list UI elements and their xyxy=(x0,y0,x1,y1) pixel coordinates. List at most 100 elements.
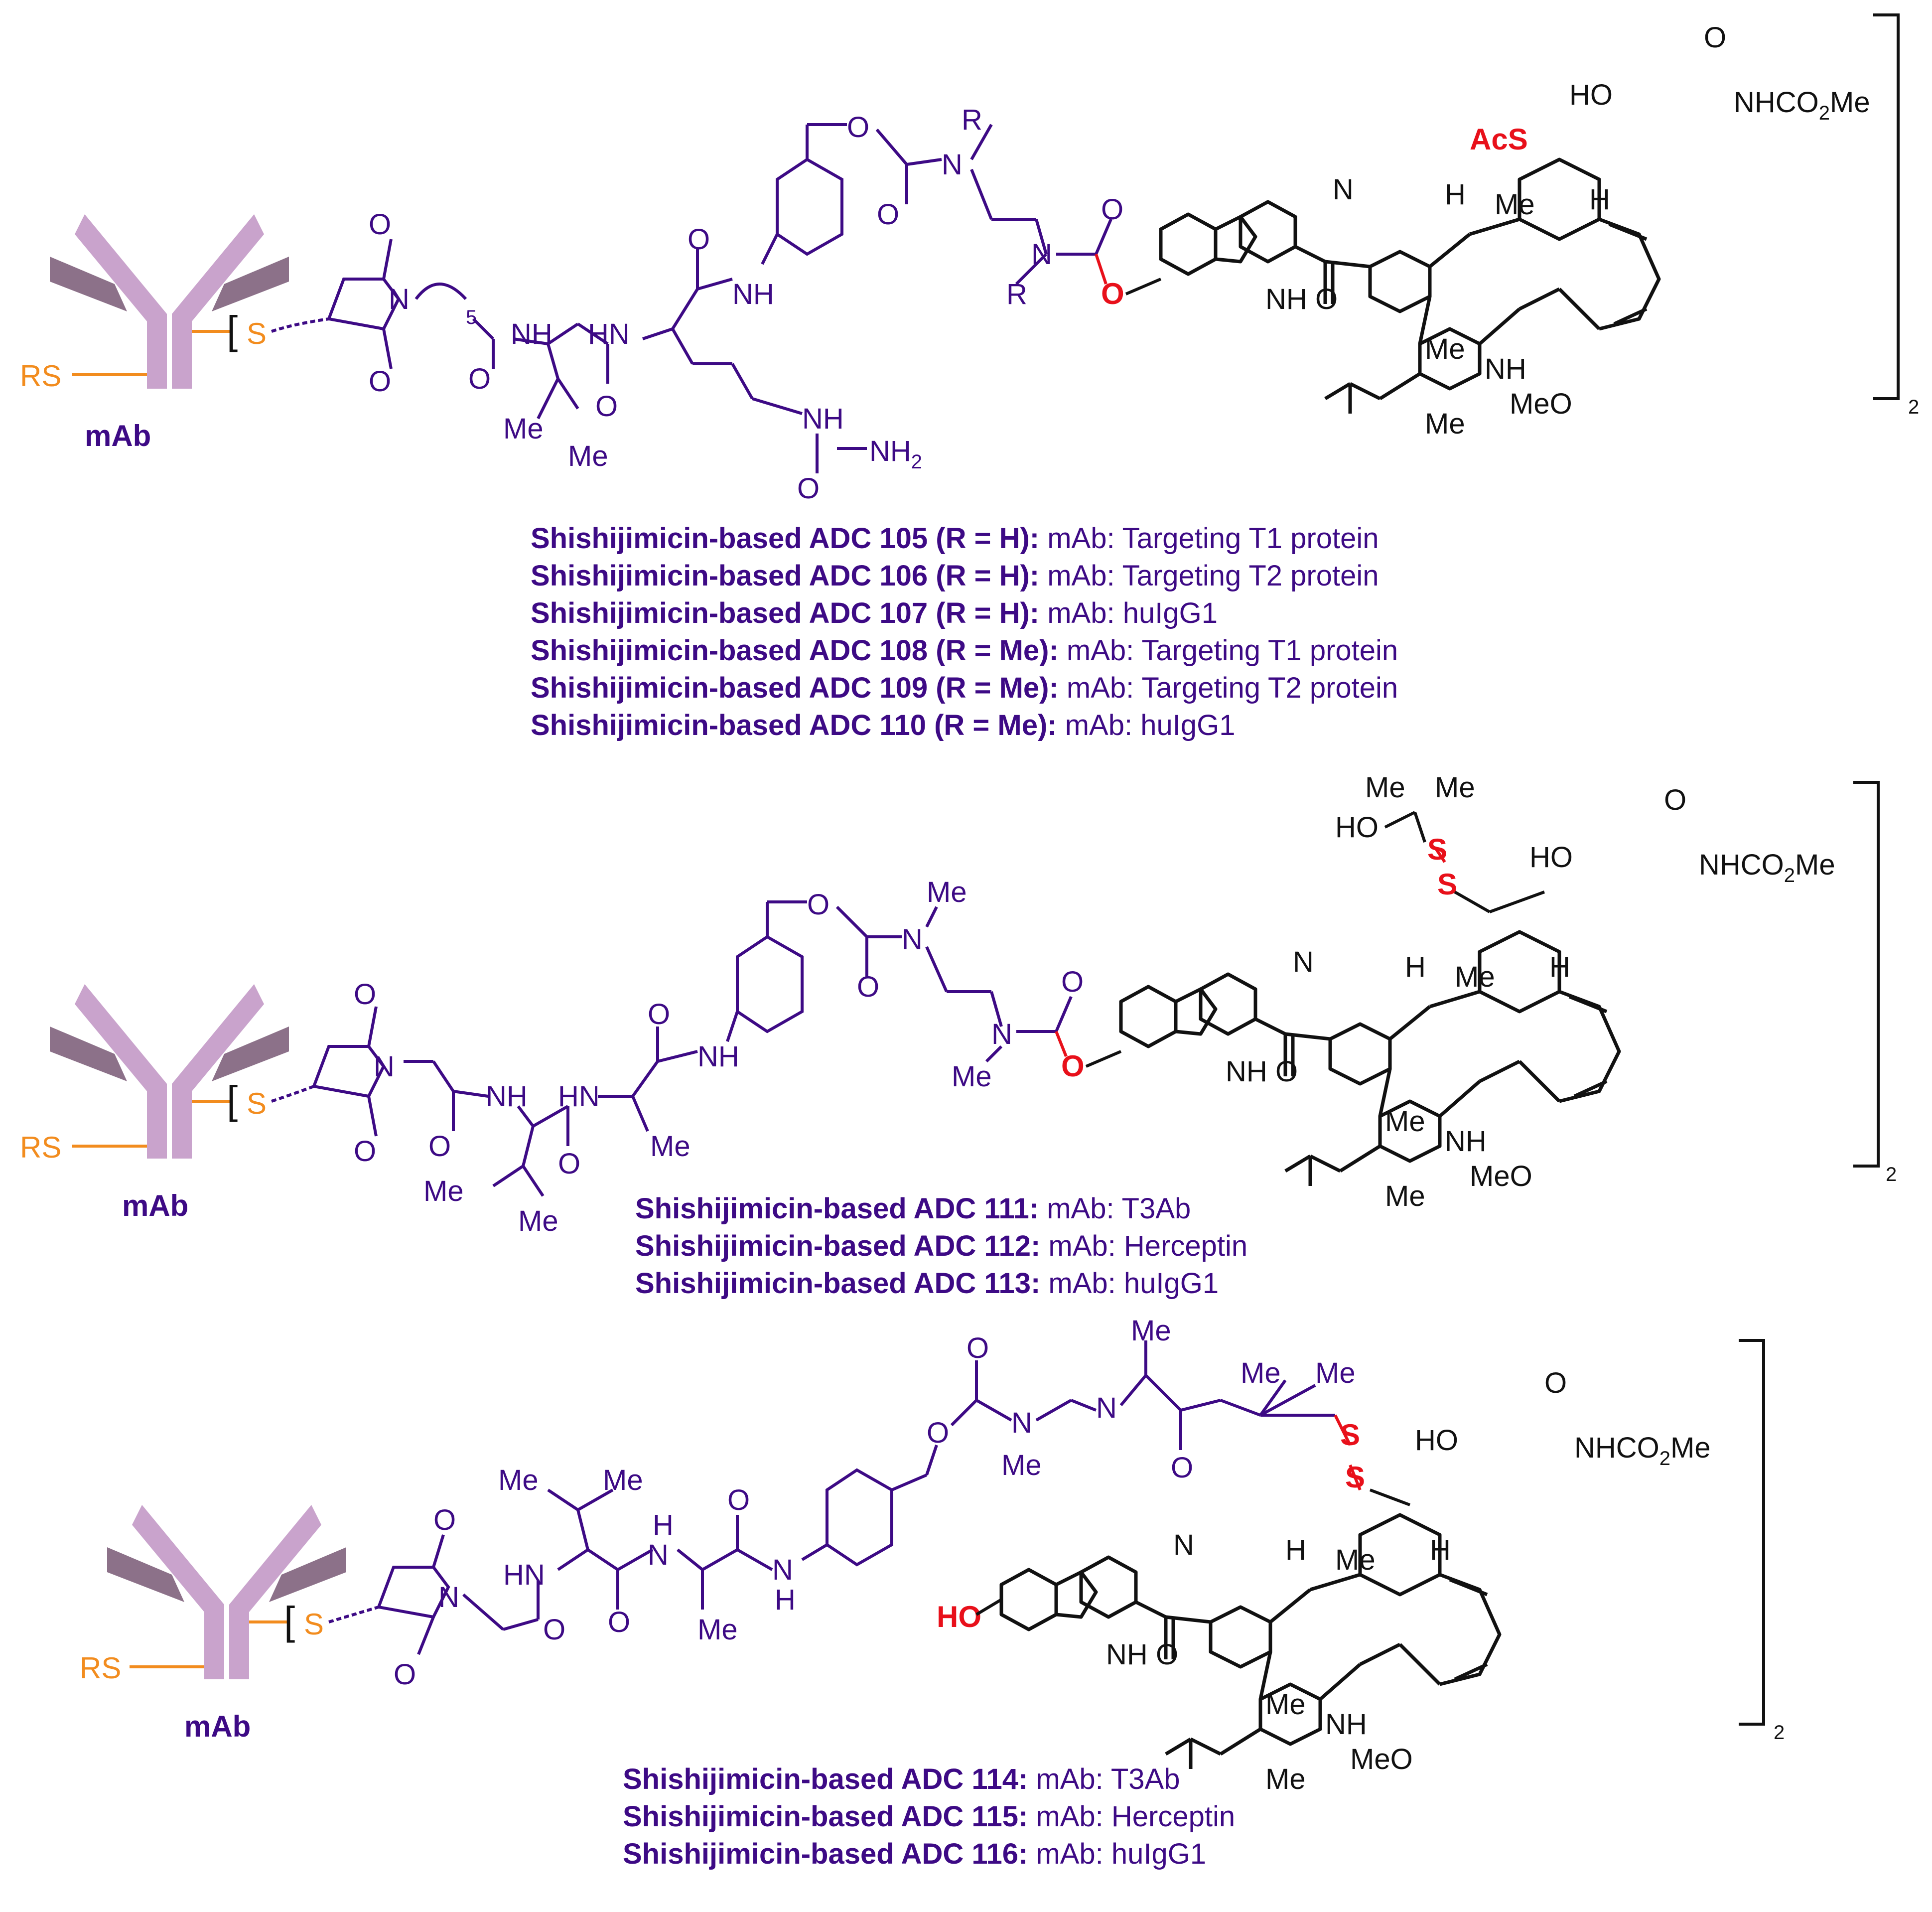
h-core-1: H xyxy=(1589,183,1610,216)
o-imide-top-3: O xyxy=(433,1504,456,1536)
o-cit: O xyxy=(688,223,710,256)
ss-bond-2 xyxy=(1433,846,1446,863)
o-core-2: O xyxy=(1664,784,1686,816)
bracket-close-3 xyxy=(1739,1339,1765,1726)
s-payload-bond-3 xyxy=(1369,1488,1411,1506)
me-amine-1a: Me xyxy=(1425,333,1465,365)
s-label-3: S xyxy=(304,1608,324,1641)
rs-label: RS xyxy=(20,359,61,393)
n-imide-3: N xyxy=(438,1581,459,1614)
label-112: Shishijimicin-based ADC 112: mAb: Hercep… xyxy=(635,1230,1247,1262)
o-imide-bottom: O xyxy=(369,365,391,398)
me-amine-2a: Me xyxy=(1385,1105,1425,1138)
ho-bond-3 xyxy=(975,1598,1002,1616)
nh-pab-2: NH xyxy=(697,1040,739,1073)
n5-sub: 5 xyxy=(466,306,477,328)
bracket-sub-3: 2 xyxy=(1774,1722,1785,1744)
s-bottom-2: S xyxy=(1437,868,1457,901)
o-imide-top: O xyxy=(369,208,391,241)
nh-val-2: NH xyxy=(486,1080,528,1113)
me-val-2a: Me xyxy=(423,1175,464,1207)
n-pyridine-3: N xyxy=(1173,1529,1194,1561)
h-core-2: H xyxy=(1549,951,1570,983)
n-imide-2: N xyxy=(374,1050,395,1083)
mab-label-2: mAb xyxy=(122,1189,188,1222)
me-val-1: Me xyxy=(503,413,544,445)
ho-core-2: HO xyxy=(1529,841,1573,874)
labels-3: Shishijimicin-based ADC 114: mAb: T3Ab S… xyxy=(623,1763,1235,1870)
o-ala-2: O xyxy=(648,998,670,1030)
label-109: Shishijimicin-based ADC 109 (R = Me): mA… xyxy=(531,672,1398,704)
linker-3 xyxy=(328,1340,1335,1655)
n-pyridine-1: N xyxy=(1333,173,1354,206)
o-ketone-2: O xyxy=(1275,1055,1298,1088)
label-106: Shishijimicin-based ADC 106 (R = H): mAb… xyxy=(531,560,1379,592)
nh-indole-3: NH xyxy=(1106,1638,1148,1671)
linker-2 xyxy=(271,900,1073,1197)
labels-2: Shishijimicin-based ADC 111: mAb: T3Ab S… xyxy=(635,1192,1247,1300)
label-114: Shishijimicin-based ADC 114: mAb: T3Ab xyxy=(623,1763,1180,1795)
me-val-2b: Me xyxy=(518,1205,558,1237)
carbamate-o-bond xyxy=(1095,254,1107,285)
r-2: R xyxy=(1006,278,1027,310)
rs-label-3: RS xyxy=(80,1651,121,1685)
ho-core-1: HO xyxy=(1569,79,1613,111)
me-val-3b: Me xyxy=(603,1464,643,1496)
label-107: Shishijimicin-based ADC 107 (R = H): mAb… xyxy=(531,597,1218,629)
ho-disulfide-2: HO xyxy=(1335,811,1379,844)
me-amine-1b: Me xyxy=(1425,408,1465,440)
o-val: O xyxy=(595,390,618,423)
h-core-3: H xyxy=(1430,1534,1451,1566)
meo-3: MeO xyxy=(1350,1743,1413,1775)
o-carbonyl-2: O xyxy=(1101,193,1123,226)
ho-red-3: HO xyxy=(937,1600,981,1633)
meo-2: MeO xyxy=(1470,1160,1532,1192)
bracket-open: [ xyxy=(227,308,238,352)
ss-bond-3b xyxy=(1349,1464,1362,1491)
o-imide-bottom-3: O xyxy=(394,1658,416,1691)
o-carbonyl-1: O xyxy=(877,198,899,231)
label-115: Shishijimicin-based ADC 115: mAb: Hercep… xyxy=(623,1800,1235,1833)
me-n-3b: Me xyxy=(1131,1315,1171,1347)
o-cap: O xyxy=(468,363,491,395)
n-me-3b: N xyxy=(1096,1392,1117,1424)
n-me-2b: N xyxy=(991,1018,1012,1050)
nh-amine-1: NH xyxy=(1485,353,1526,385)
nh-amine-2: NH xyxy=(1445,1125,1487,1158)
s-top-3: S xyxy=(1340,1418,1360,1452)
payload-2 xyxy=(1121,932,1619,1186)
hn-val-3: HN xyxy=(503,1559,545,1591)
me-n-2b: Me xyxy=(952,1060,992,1093)
me-amine-2b: Me xyxy=(1385,1180,1425,1212)
me-amine-3b: Me xyxy=(1265,1763,1306,1795)
o-val-3: O xyxy=(608,1606,630,1638)
h-sugar-3: H xyxy=(1285,1534,1306,1566)
n-pyridine-2: N xyxy=(1293,946,1314,978)
nh-indole-2: NH xyxy=(1226,1055,1267,1088)
bracket-close-2 xyxy=(1853,781,1880,1168)
s-label-2: S xyxy=(247,1087,267,1120)
o-ketone-1: O xyxy=(1315,283,1338,315)
rs-label-2: RS xyxy=(20,1131,61,1164)
panel-1: RS mAb [ S xyxy=(20,13,1919,741)
bracket-close-1 xyxy=(1873,13,1900,400)
o-cap-2: O xyxy=(428,1130,451,1163)
o-red: O xyxy=(1101,277,1124,310)
mab-label: mAb xyxy=(85,419,151,452)
o-carbamate-1: O xyxy=(847,111,869,144)
bracket-open-2: [ xyxy=(227,1078,238,1122)
me-disulfide-2b: Me xyxy=(1435,771,1475,804)
hn-ala-2: HN xyxy=(558,1080,600,1113)
nh-indole-1: NH xyxy=(1265,283,1307,315)
me-n-2a: Me xyxy=(927,876,967,908)
antibody-icon xyxy=(107,1505,346,1679)
disulfide-chain-2 xyxy=(1384,811,1545,913)
o-val-2: O xyxy=(558,1148,580,1180)
o-imide-top-2: O xyxy=(354,978,376,1011)
n-r-1: N xyxy=(942,148,963,181)
payload-3 xyxy=(1001,1515,1500,1769)
o-amide-3: O xyxy=(1171,1452,1193,1484)
